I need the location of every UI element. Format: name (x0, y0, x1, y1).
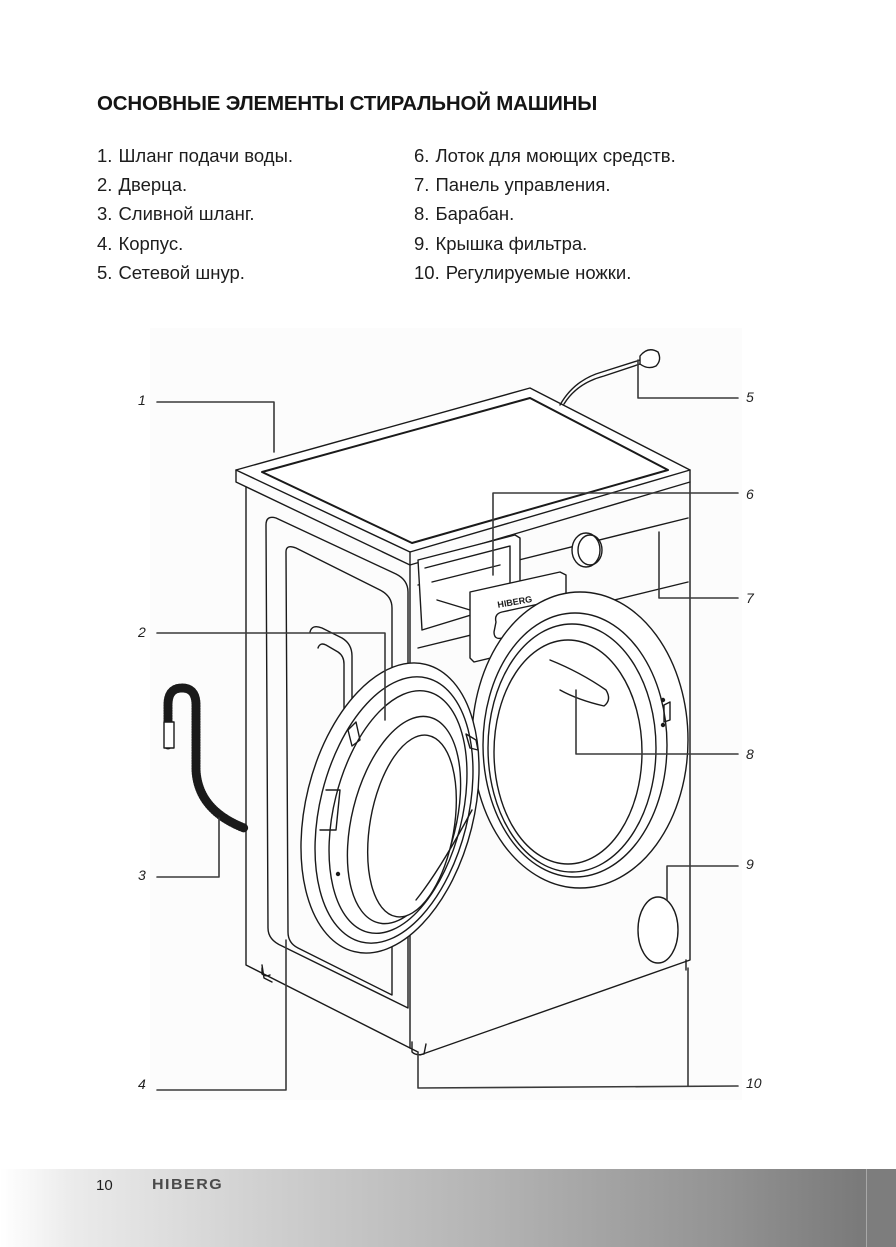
control-knob (572, 533, 602, 567)
drum (472, 592, 688, 888)
drain-hose (164, 688, 244, 828)
power-cord (560, 350, 660, 405)
callout-line-7 (659, 532, 738, 598)
page-number: 10 (96, 1177, 113, 1194)
callout-line-9 (667, 866, 738, 900)
brand-logo: HIBERG (152, 1176, 223, 1193)
callout-label-7: 7 (746, 590, 754, 606)
callout-label-2: 2 (138, 624, 146, 640)
callout-line-4 (157, 940, 286, 1090)
callout-label-5: 5 (746, 389, 754, 405)
callout-label-6: 6 (746, 486, 754, 502)
callout-label-10: 10 (746, 1075, 762, 1091)
door (273, 644, 508, 972)
callout-line-3 (157, 818, 219, 877)
machine-top (236, 388, 690, 565)
callout-label-8: 8 (746, 746, 754, 762)
callout-label-3: 3 (138, 867, 146, 883)
filter-cover (638, 897, 678, 963)
footer-band (0, 1169, 896, 1247)
footer-edge-tab (866, 1169, 896, 1247)
callout-label-1: 1 (138, 392, 146, 408)
callout-line-10a (418, 1052, 738, 1088)
callout-label-4: 4 (138, 1076, 146, 1092)
callout-label-9: 9 (746, 856, 754, 872)
callout-line-1 (157, 402, 274, 452)
